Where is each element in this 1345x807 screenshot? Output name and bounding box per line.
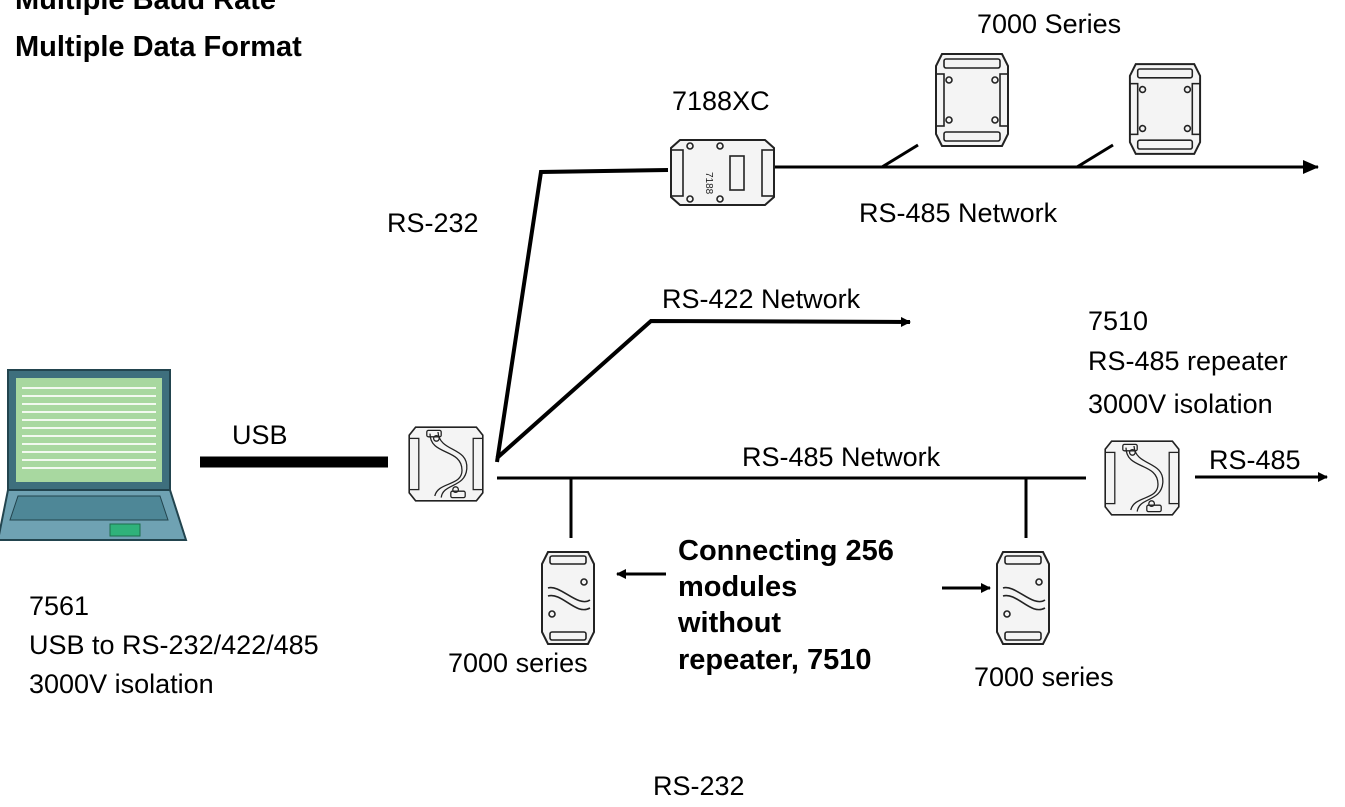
label-rs485-network-mid: RS-485 Network bbox=[742, 442, 941, 472]
rs232-link bbox=[495, 168, 669, 463]
io-module-icon bbox=[540, 550, 596, 646]
label-7510: 7510 bbox=[1088, 306, 1148, 336]
laptop-icon bbox=[0, 369, 188, 541]
drop-top-2 bbox=[1076, 143, 1114, 169]
label-rs485-out: RS-485 bbox=[1209, 445, 1301, 475]
label-7188xc: 7188XC bbox=[672, 86, 770, 116]
drop-top-1 bbox=[881, 143, 919, 169]
header-line-1: Multiple Baud Rate bbox=[15, 0, 276, 16]
label-converter-desc: USB to RS-232/422/485 bbox=[29, 630, 319, 660]
repeater-module-icon bbox=[1104, 440, 1180, 516]
label-connecting-4: repeater, 7510 bbox=[678, 644, 871, 676]
label-rs485-network-top: RS-485 Network bbox=[859, 198, 1058, 228]
label-rs232-bottom: RS-232 bbox=[653, 771, 745, 801]
io-module-icon bbox=[995, 550, 1051, 646]
label-usb: USB bbox=[232, 420, 288, 450]
controller-chip-label: 7188 bbox=[703, 172, 714, 195]
label-converter-isolation: 3000V isolation bbox=[29, 669, 214, 699]
label-connecting-1: Connecting 256 bbox=[678, 535, 894, 567]
label-rs232: RS-232 bbox=[387, 208, 479, 238]
label-7000-series-top: 7000 Series bbox=[977, 9, 1121, 39]
label-rs422-network: RS-422 Network bbox=[662, 284, 861, 314]
label-repeater-desc: RS-485 repeater bbox=[1088, 346, 1288, 376]
label-7000-series-left: 7000 series bbox=[448, 648, 588, 678]
label-connecting-2: modules bbox=[678, 571, 797, 603]
io-module-icon bbox=[1128, 63, 1202, 155]
label-connecting-3: without bbox=[677, 607, 781, 639]
label-7000-series-right: 7000 series bbox=[974, 662, 1114, 692]
wiring bbox=[200, 143, 1328, 593]
converter-module-icon bbox=[408, 426, 484, 502]
label-7561: 7561 bbox=[29, 591, 89, 621]
io-module-icon bbox=[934, 52, 1010, 148]
rs422-link bbox=[495, 316, 911, 460]
controller-module-icon: 7188 bbox=[670, 139, 775, 206]
label-repeater-isolation: 3000V isolation bbox=[1088, 389, 1273, 419]
header-line-2: Multiple Data Format bbox=[15, 31, 302, 63]
